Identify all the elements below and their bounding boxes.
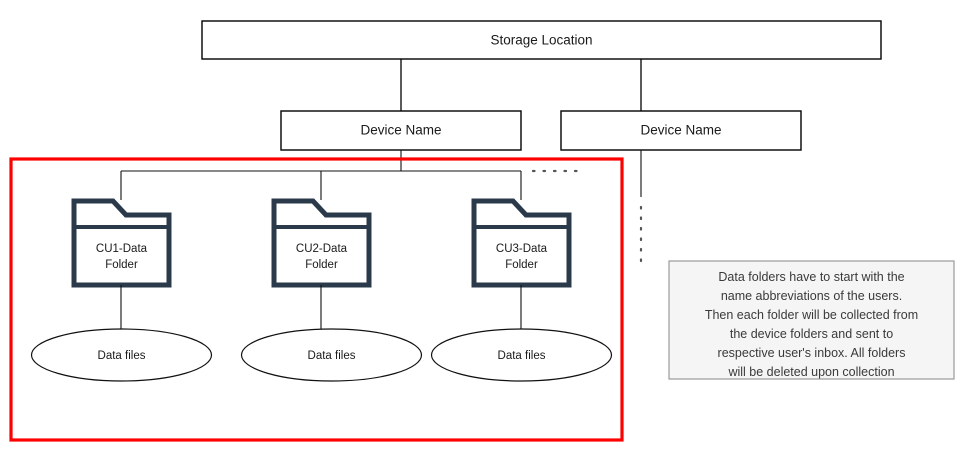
data-files-node-1[interactable]: Data files bbox=[30, 328, 213, 382]
device-label-1: Device Name bbox=[360, 123, 441, 138]
data-files-node-3[interactable]: Data files bbox=[430, 328, 613, 382]
storage-location-box[interactable] bbox=[201, 20, 882, 60]
device-node-1[interactable]: Device Name bbox=[280, 110, 522, 151]
connector-group-folder-to-files bbox=[120, 285, 522, 330]
data-files-label-2: Data files bbox=[308, 350, 356, 362]
device-node-2[interactable]: Device Name bbox=[560, 110, 802, 151]
device-label-2: Device Name bbox=[640, 123, 721, 138]
data-files-ellipse-2[interactable] bbox=[240, 328, 423, 382]
note-line-4: the device folders and sent to bbox=[730, 327, 893, 341]
note-box[interactable] bbox=[668, 260, 955, 380]
data-files-ellipse-3[interactable] bbox=[430, 328, 613, 382]
data-files-label-3: Data files bbox=[498, 350, 546, 362]
note-line-6: will be deleted upon collection bbox=[727, 365, 894, 379]
folder-label-2-line1: CU2-Data bbox=[296, 243, 348, 255]
folder-node-3[interactable]: CU3-Data Folder bbox=[471, 198, 572, 288]
folder-shape-2[interactable] bbox=[271, 198, 372, 288]
connector-group-storage-to-devices bbox=[400, 59, 642, 111]
folder-shape-1[interactable] bbox=[71, 198, 172, 288]
device-box-1[interactable] bbox=[280, 110, 522, 151]
data-files-node-2[interactable]: Data files bbox=[240, 328, 423, 382]
folder-label-3-line1: CU3-Data bbox=[496, 243, 548, 255]
folder-node-2[interactable]: CU2-Data Folder bbox=[271, 198, 372, 288]
folder-label-1-line2: Folder bbox=[105, 259, 138, 271]
note-line-3: Then each folder will be collected from bbox=[705, 308, 918, 322]
folder-shape-3[interactable] bbox=[471, 198, 572, 288]
note-callout[interactable]: Data folders have to start with the name… bbox=[668, 260, 955, 380]
folder-label-1-line1: CU1-Data bbox=[96, 243, 148, 255]
note-line-1: Data folders have to start with the bbox=[718, 270, 904, 284]
storage-location-node[interactable]: Storage Location bbox=[201, 20, 882, 60]
storage-location-label: Storage Location bbox=[490, 33, 592, 48]
data-files-label-1: Data files bbox=[98, 350, 146, 362]
note-line-2: name abbreviations of the users. bbox=[721, 289, 902, 303]
folder-node-1[interactable]: CU1-Data Folder bbox=[71, 198, 172, 288]
note-line-5: respective user's inbox. All folders bbox=[718, 346, 906, 360]
folder-label-3-line2: Folder bbox=[505, 259, 538, 271]
folder-label-2-line2: Folder bbox=[305, 259, 338, 271]
highlight-region-outline bbox=[9, 157, 624, 442]
device-box-2[interactable] bbox=[560, 110, 802, 151]
dotted-continuation-group bbox=[531, 150, 643, 265]
data-files-ellipse-1[interactable] bbox=[30, 328, 213, 382]
